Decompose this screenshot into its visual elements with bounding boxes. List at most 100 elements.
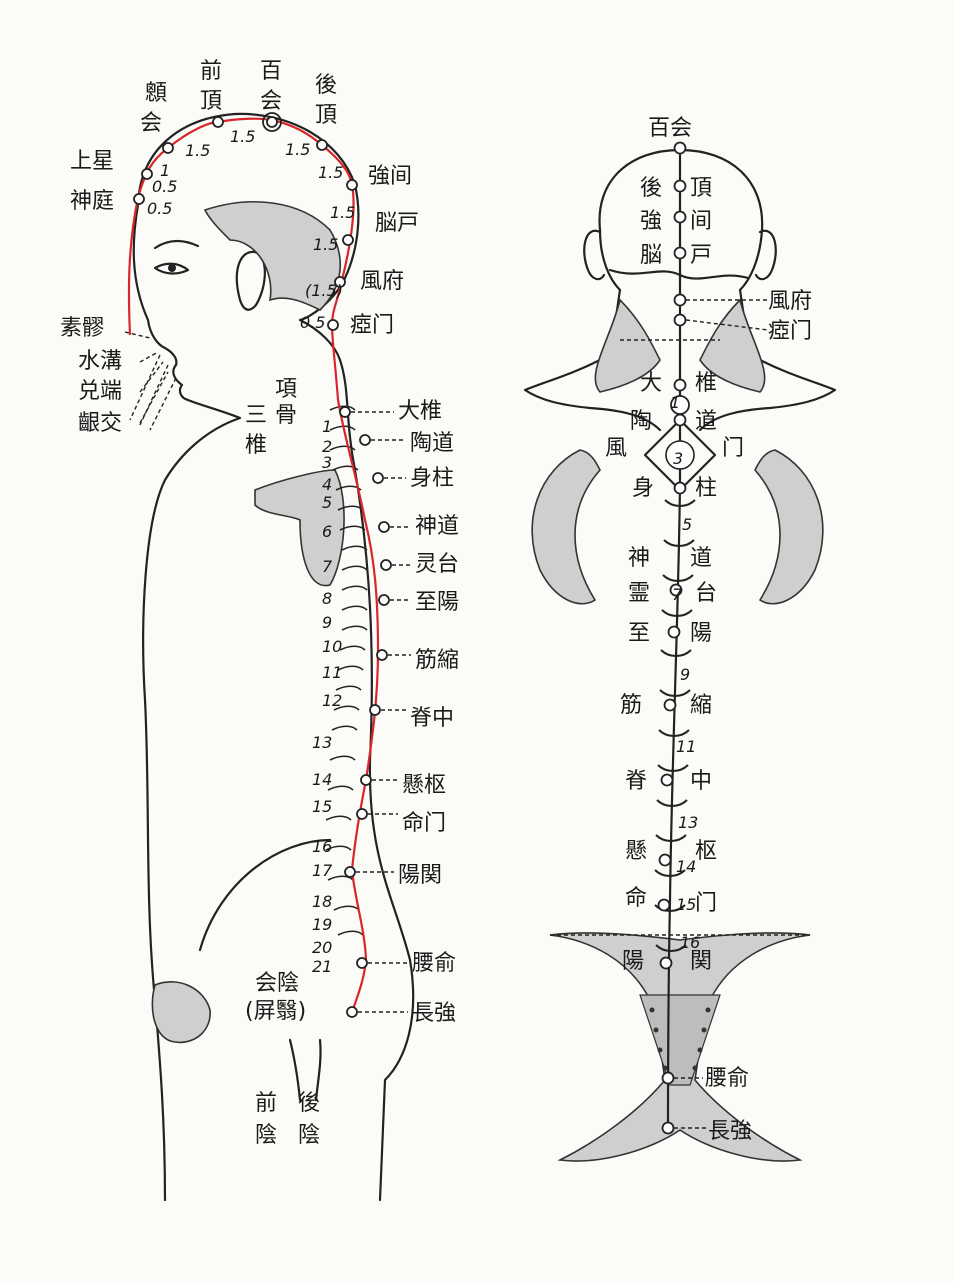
label-baihui-hui: 会: [260, 89, 282, 114]
label-lingtai: 灵台: [415, 552, 459, 577]
vertebra-number: 17: [312, 861, 333, 880]
side-acupoints: [133, 112, 392, 1018]
label-qianyin-2: 陰: [255, 1123, 277, 1148]
label-sanzhui-2: 椎: [245, 433, 267, 458]
label-back-hou: 後: [640, 176, 662, 201]
back-point: [673, 210, 687, 224]
vertebra-number: 12: [322, 691, 342, 710]
label-back-suo: 縮: [690, 693, 712, 718]
label-huiyin: 会陰: [255, 971, 299, 996]
distance-label: 1.5: [318, 163, 343, 182]
label-shendao: 神道: [415, 514, 459, 539]
side-point: [344, 866, 356, 878]
side-figure: [129, 112, 415, 1202]
label-changqiang: 長強: [412, 1001, 456, 1026]
back-point: [673, 481, 687, 495]
label-back-ji: 脊: [625, 769, 647, 794]
label-shangxing: 上星: [70, 149, 114, 174]
label-back-xuan: 懸: [625, 839, 647, 864]
label-hou: 後: [315, 73, 337, 98]
label-back-zhi: 至: [628, 621, 650, 646]
side-point: [378, 521, 390, 533]
back-point: [659, 956, 673, 970]
back-point: [667, 625, 681, 639]
back-number: 1: [670, 393, 680, 412]
back-point: [673, 413, 687, 427]
distance-label: 1: [160, 161, 170, 180]
vertebra-number: 6: [322, 522, 332, 541]
back-number: 3: [673, 449, 683, 468]
side-point: [372, 472, 384, 484]
side-point: [141, 168, 153, 180]
vertebra-number: 5: [322, 493, 332, 512]
vertebra-number: 13: [312, 733, 332, 752]
back-point: [663, 698, 677, 712]
label-back-zhong: 中: [690, 769, 712, 794]
label-houyin-2: 陰: [298, 1123, 320, 1148]
distance-label: (1.5): [305, 281, 343, 300]
vertebra-number: 16: [312, 837, 332, 856]
label-jizhong: 脊中: [410, 706, 454, 731]
label-shenzhu: 身柱: [410, 466, 454, 491]
label-mingmen: 命门: [402, 811, 446, 836]
distance-label: 1.5: [230, 127, 255, 146]
face-leader: [139, 351, 159, 363]
label-back-yaoshu: 腰俞: [705, 1066, 749, 1091]
label-houyin-1: 後: [298, 1091, 320, 1116]
back-figure: [523, 146, 837, 1162]
label-xianggu-1: 項: [275, 377, 297, 402]
label-back-tai: 台: [695, 581, 717, 606]
distance-label: 0.5: [300, 313, 325, 332]
distance-label: 1.5: [313, 235, 338, 254]
label-qianyin-1: 前: [255, 1091, 277, 1116]
vertebra-number: 19: [312, 915, 332, 934]
label-qianding-ding: 頂: [200, 89, 222, 114]
label-yangguan: 陽関: [398, 863, 442, 888]
label-shuigou: 水溝: [78, 349, 122, 374]
label-naohu: 脳戸: [375, 211, 419, 236]
side-point: [327, 319, 339, 331]
vertebra-number: 1: [322, 417, 332, 436]
label-jinsuo: 筋縮: [415, 648, 459, 673]
back-dazhui-ring: [670, 395, 690, 415]
label-back-changqiang: 長強: [708, 1119, 752, 1144]
back-point: [673, 179, 687, 193]
label-sanzhui-1: 三: [245, 403, 267, 428]
label-back-fengfu: 風府: [768, 289, 812, 314]
label-dazhui: 大椎: [398, 399, 442, 424]
label-qiangjian: 強间: [368, 164, 412, 189]
side-point: [339, 406, 351, 418]
back-point: [669, 583, 683, 597]
label-back-guan: 関: [690, 949, 712, 974]
back-number: 9: [680, 665, 690, 684]
side-point: [342, 234, 354, 246]
side-point: [376, 649, 388, 661]
label-back-feng: 風: [605, 436, 627, 461]
vertebra-number: 11: [322, 663, 342, 682]
vertebra-number: 4: [322, 475, 332, 494]
side-point: [334, 276, 346, 288]
back-point: [660, 773, 674, 787]
label-back-jian: 间: [690, 209, 712, 234]
label-back-nao: 脳: [640, 243, 662, 268]
label-pingyi: (屏翳): [245, 999, 306, 1024]
distance-label: 1.5: [185, 141, 210, 160]
side-point: [162, 142, 174, 154]
label-xinhui-hui: 会: [140, 111, 162, 136]
label-yamen: 瘂门: [350, 313, 394, 338]
label-back-qiang: 強: [640, 209, 662, 234]
back-number: 13: [678, 813, 698, 832]
back-number: 11: [676, 737, 696, 756]
label-back-shen: 身: [632, 476, 654, 501]
vertebra-number: 7: [322, 557, 333, 576]
face-leader: [139, 361, 164, 393]
label-back-men: 门: [722, 436, 744, 461]
distance-label: 1.5: [330, 203, 355, 222]
label-back-ding: 頂: [690, 176, 712, 201]
distance-label: 0.5: [147, 199, 172, 218]
label-fengfu: 風府: [360, 269, 404, 294]
back-point: [657, 898, 671, 912]
vertebra-number: 18: [312, 892, 332, 911]
